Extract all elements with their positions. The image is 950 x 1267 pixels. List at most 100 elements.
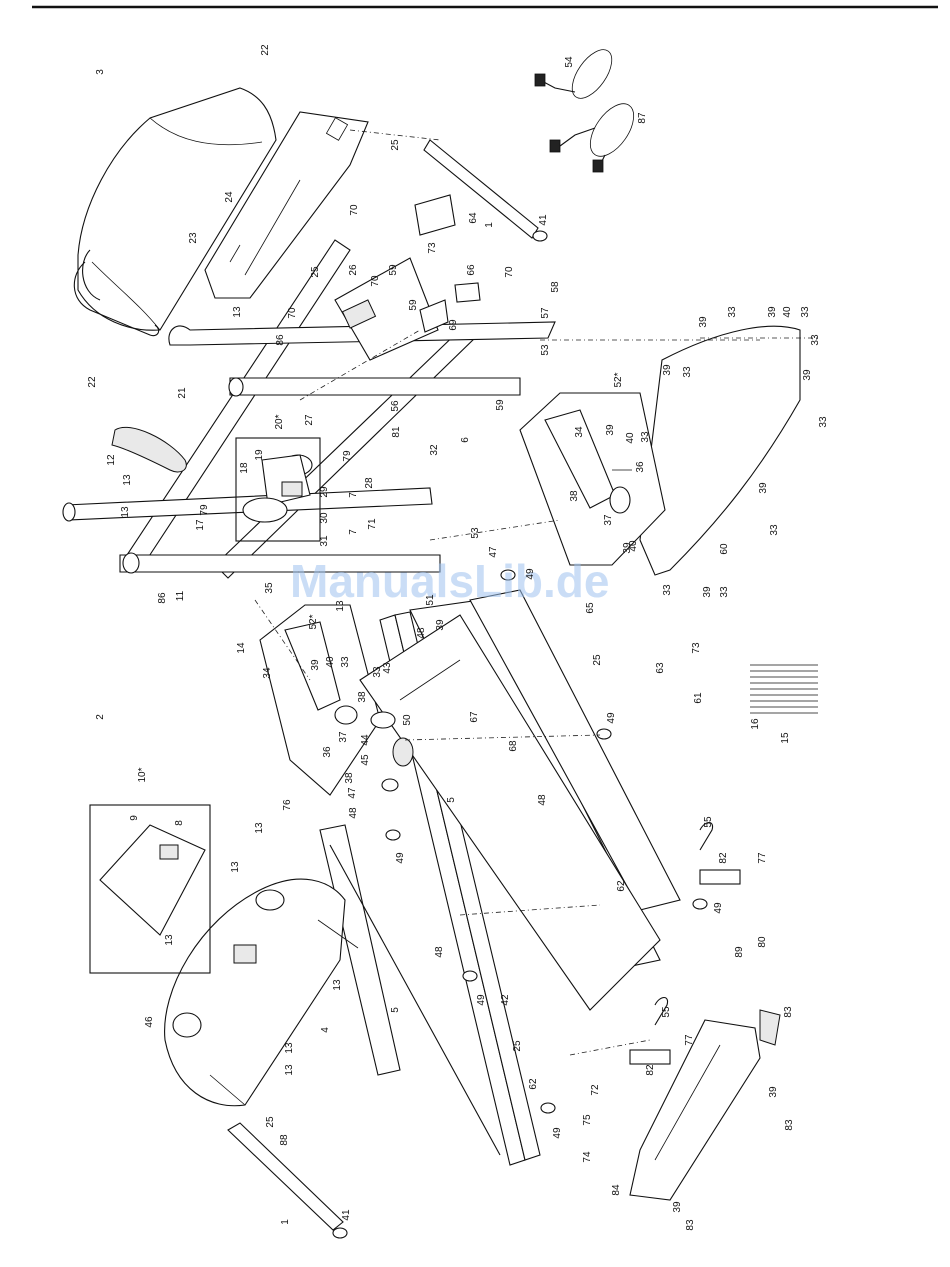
callout-67-1: 67 bbox=[469, 711, 480, 723]
console-detail-box bbox=[89, 804, 211, 974]
callout-23-1: 23 bbox=[188, 232, 199, 244]
callout-62-1: 62 bbox=[616, 880, 627, 892]
callout-62-2: 62 bbox=[528, 1078, 539, 1090]
hardware-strips bbox=[750, 664, 818, 714]
callout-49-4: 49 bbox=[713, 902, 724, 914]
callout-48-3: 48 bbox=[537, 794, 548, 806]
callout-12-1: 12 bbox=[106, 454, 117, 466]
callout-87-1: 87 bbox=[637, 112, 648, 124]
callout-57-1: 57 bbox=[540, 307, 551, 319]
callout-13-9: 13 bbox=[284, 1042, 295, 1054]
callout-33-4: 33 bbox=[810, 334, 821, 346]
callout-86-1: 86 bbox=[275, 334, 286, 346]
callout-79-1: 79 bbox=[342, 450, 353, 462]
callout-1-1: 1 bbox=[280, 1219, 291, 1225]
callout-35-1: 35 bbox=[264, 582, 275, 594]
front-roller-detail-box bbox=[519, 392, 666, 566]
callout-59-1: 59 bbox=[388, 264, 399, 276]
callout-66-1: 66 bbox=[466, 264, 477, 276]
callout-42-1: 42 bbox=[500, 994, 511, 1006]
callout-2-1: 2 bbox=[95, 714, 106, 720]
callout-83-1: 83 bbox=[783, 1006, 794, 1018]
callout-41-1: 41 bbox=[538, 214, 549, 226]
callout-13-2: 13 bbox=[120, 506, 131, 518]
callout-33-3: 33 bbox=[800, 306, 811, 318]
callout-47-1: 47 bbox=[347, 787, 358, 799]
callout-11-1: 11 bbox=[175, 590, 186, 601]
callout-41-2: 41 bbox=[341, 1209, 352, 1221]
callout-88-1: 88 bbox=[279, 1134, 290, 1146]
callout-22-2: 22 bbox=[87, 376, 98, 388]
drive-belt bbox=[111, 426, 187, 473]
rear-roller-detail-box bbox=[259, 604, 381, 796]
callout-80-1: 80 bbox=[757, 936, 768, 948]
callout-84-1: 84 bbox=[611, 1184, 622, 1196]
callout-53-1: 53 bbox=[540, 344, 551, 356]
callout-15-1: 15 bbox=[780, 732, 791, 744]
callout-37-1: 37 bbox=[338, 731, 349, 743]
callout-7-2: 7 bbox=[348, 529, 359, 535]
callout-21-1: 21 bbox=[177, 387, 188, 399]
callout-59-2: 59 bbox=[408, 299, 419, 311]
callout-37-2: 37 bbox=[603, 514, 614, 526]
console-46 bbox=[164, 878, 359, 1107]
callout-61-1: 61 bbox=[693, 692, 704, 704]
callout-18-1: 18 bbox=[239, 462, 250, 474]
callout-39-1: 39 bbox=[310, 659, 321, 671]
callout-63-1: 63 bbox=[655, 662, 666, 674]
callout-33-6: 33 bbox=[372, 666, 383, 678]
callout-14-1: 14 bbox=[236, 642, 247, 654]
callout-39-12: 39 bbox=[672, 1201, 683, 1213]
callout-13-8: 13 bbox=[332, 979, 343, 991]
callout-34-2: 34 bbox=[574, 426, 585, 438]
callout-50-1: 50 bbox=[402, 714, 413, 726]
callout-24-1: 24 bbox=[224, 191, 235, 203]
callout-22-1: 22 bbox=[260, 44, 271, 56]
callout-76-1: 76 bbox=[282, 799, 293, 811]
callout-49-5: 49 bbox=[476, 994, 487, 1006]
callout-40-3: 40 bbox=[625, 432, 636, 444]
callout-6-1: 6 bbox=[460, 437, 471, 443]
callout-48-4: 48 bbox=[434, 946, 445, 958]
handrail-right bbox=[423, 139, 548, 242]
callout-40-1: 40 bbox=[325, 656, 336, 668]
callout-56-1: 56 bbox=[390, 400, 401, 412]
leveling-legs-82 bbox=[629, 821, 741, 1065]
callout-27-1: 27 bbox=[304, 414, 315, 426]
callout-33-10: 33 bbox=[662, 584, 673, 596]
callout-13-1: 13 bbox=[122, 474, 133, 486]
callout-39-9: 39 bbox=[702, 586, 713, 598]
callout-68-1: 68 bbox=[508, 740, 519, 752]
callout-39-8: 39 bbox=[622, 542, 633, 554]
callout-7-1: 7 bbox=[348, 492, 359, 498]
callout-39-6: 39 bbox=[802, 369, 813, 381]
callout-55-1: 55 bbox=[703, 816, 714, 828]
handlebar-top bbox=[73, 249, 160, 337]
callout-17-1: 17 bbox=[195, 519, 206, 531]
callout-39-5: 39 bbox=[767, 306, 778, 318]
callout-86-2: 86 bbox=[157, 592, 168, 604]
callout-33-8: 33 bbox=[640, 431, 651, 443]
callout-33-1: 33 bbox=[727, 306, 738, 318]
callout-31-1: 31 bbox=[319, 535, 330, 547]
callout-33-9: 33 bbox=[769, 524, 780, 536]
motor-cover-60 bbox=[639, 325, 820, 576]
callout-36-1: 36 bbox=[322, 746, 333, 758]
callout-55-2: 55 bbox=[661, 1006, 672, 1018]
callout-60-1: 60 bbox=[719, 543, 730, 555]
callout-13-7: 13 bbox=[164, 934, 175, 946]
callout-25-5: 25 bbox=[265, 1116, 276, 1128]
callout-38-1: 38 bbox=[344, 772, 355, 784]
callout-32-1: 32 bbox=[429, 444, 440, 456]
callout-89-1: 89 bbox=[734, 946, 745, 958]
callout-13-6: 13 bbox=[230, 861, 241, 873]
callout-82-2: 82 bbox=[645, 1064, 656, 1076]
callout-47-2: 47 bbox=[488, 546, 499, 558]
callout-83-3: 83 bbox=[685, 1219, 696, 1231]
callout-10-star-1: 10* bbox=[137, 767, 148, 782]
callout-39-7: 39 bbox=[758, 482, 769, 494]
callout-70-1: 70 bbox=[349, 204, 360, 216]
callout-49-6: 49 bbox=[552, 1127, 563, 1139]
callout-3-1: 3 bbox=[95, 69, 106, 75]
